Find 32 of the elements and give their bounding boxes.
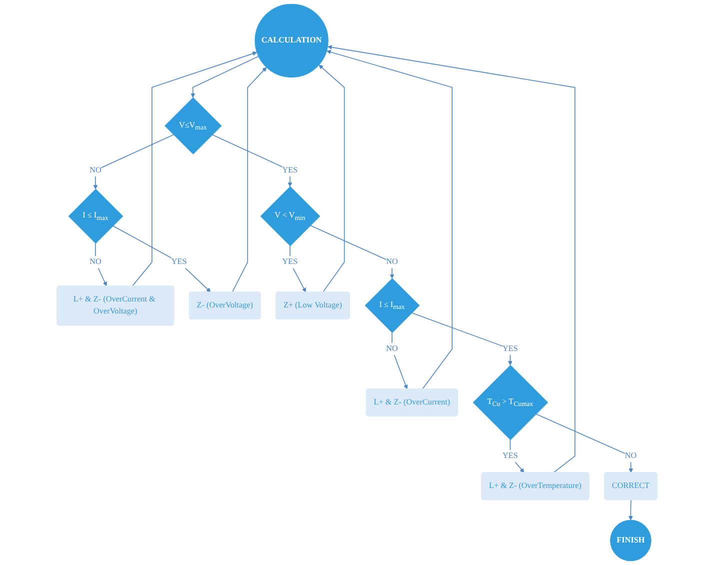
arrow: [290, 245, 306, 292]
arrow: [411, 312, 512, 366]
arrow: [318, 64, 345, 292]
arrow: [93, 134, 174, 190]
edge-label: NO: [90, 258, 102, 266]
edge-label: NO: [386, 344, 398, 354]
edge-label: NO: [624, 451, 637, 460]
node-circle: CALCULATION: [254, 4, 328, 78]
arrow: [212, 134, 292, 187]
edge-label: YES: [502, 344, 518, 354]
arrow: [95, 242, 107, 286]
node-circle: FINISH: [610, 520, 652, 562]
arrow: [310, 225, 394, 279]
edge-label: YES: [282, 258, 298, 266]
edge-label: NO: [90, 166, 102, 174]
node-diamond: T$_{Cu}$ > T$_{Cumax}$: [472, 364, 548, 440]
arrow: [392, 332, 408, 390]
arrow: [536, 414, 634, 473]
edge-label: YES: [502, 451, 518, 460]
edge-label: NO: [386, 258, 398, 266]
arrow: [232, 67, 267, 292]
arrow: [112, 225, 211, 292]
arrow: [190, 56, 259, 98]
node-diamond: V≤V$_{max}$: [164, 97, 222, 154]
node-diamond: I ≤ I$_{max}$: [364, 278, 420, 334]
arrow: [132, 51, 258, 286]
edge-label: YES: [171, 258, 187, 266]
node-diamond: I ≤ I$_{max}$: [68, 188, 124, 244]
arrow: [628, 500, 633, 520]
arrow: [326, 50, 453, 390]
node-diamond: V < V$_{min}$: [260, 186, 320, 246]
edge-label: YES: [282, 166, 298, 174]
